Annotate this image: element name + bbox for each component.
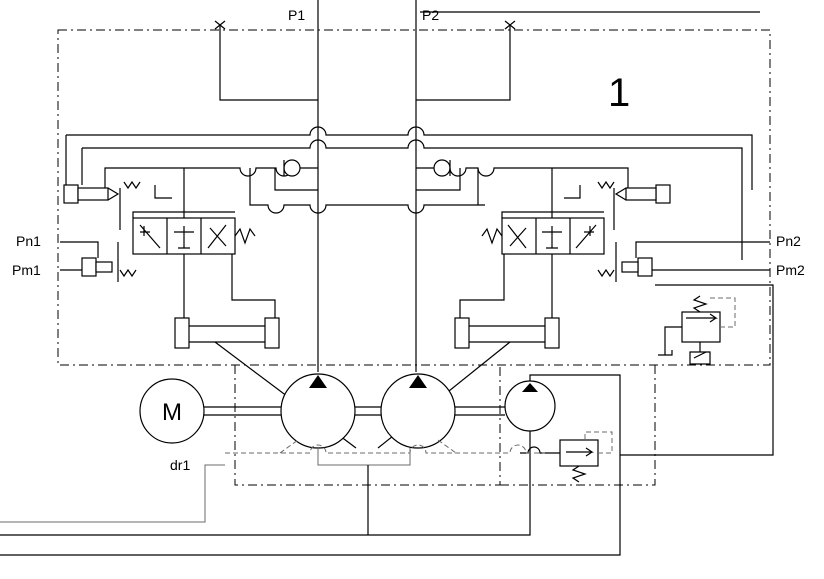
left-regulator bbox=[60, 168, 357, 449]
main-pump-left bbox=[280, 373, 356, 449]
port-p2-label: P2 bbox=[422, 7, 439, 23]
port-pn1-label: Pn1 bbox=[16, 233, 41, 249]
port-pm1-label: Pm1 bbox=[12, 262, 41, 278]
assembly-number: 1 bbox=[608, 71, 630, 115]
pilot-pump bbox=[0, 374, 621, 556]
main-pump-right bbox=[380, 373, 456, 449]
port-pn2-label: Pn2 bbox=[776, 233, 801, 249]
motor-label: M bbox=[162, 399, 182, 426]
port-p1-label: P1 bbox=[288, 7, 305, 23]
pilot-relief-valve bbox=[520, 431, 613, 483]
drain-lines bbox=[0, 439, 545, 535]
relief-valve-block bbox=[620, 284, 774, 456]
electric-motor bbox=[139, 378, 283, 444]
pressure-port-lines bbox=[214, 0, 760, 372]
shuttle-valve-right bbox=[416, 159, 629, 205]
port-pm2-label: Pm2 bbox=[776, 262, 805, 278]
shaft-coupling bbox=[355, 406, 505, 416]
shuttle-valve-left bbox=[104, 159, 485, 214]
control-lines-upper bbox=[65, 126, 753, 260]
drain-dr1-label: dr1 bbox=[170, 457, 190, 473]
